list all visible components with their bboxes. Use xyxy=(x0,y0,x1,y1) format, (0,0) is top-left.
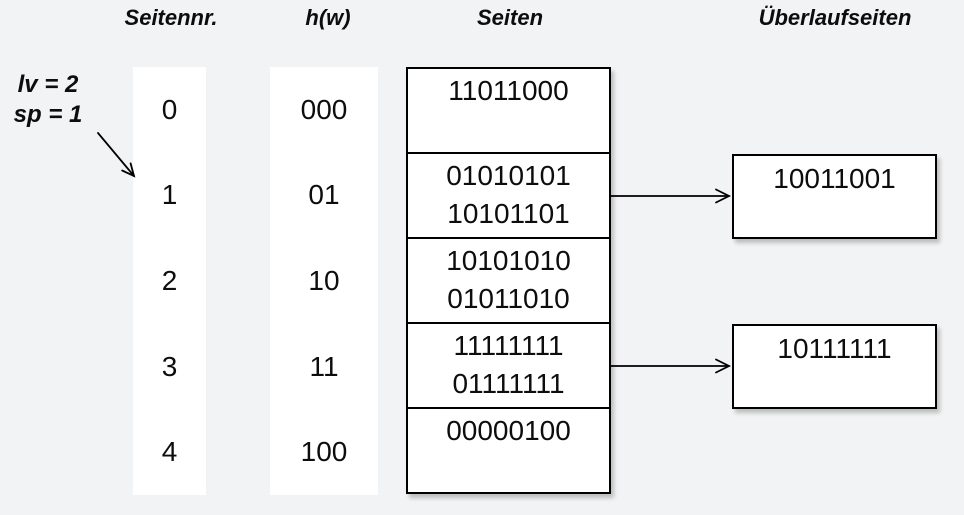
hash-value-4: 100 xyxy=(300,436,348,468)
hash-value-2: 10 xyxy=(308,264,340,296)
record-value: 10111111 xyxy=(777,333,892,364)
page-cell-1: 01010101 10101101 xyxy=(408,152,609,237)
page-number-2: 2 xyxy=(161,264,178,296)
state-annotation: lv = 2 sp = 1 xyxy=(8,70,88,130)
page-number-4: 4 xyxy=(161,436,178,468)
header-hash-function: h(w) xyxy=(305,5,351,30)
pages-box: 11011000 01010101 10101101 10101010 0101… xyxy=(406,67,611,494)
record-value: 10101101 xyxy=(447,198,570,229)
page-cell-4: 00000100 xyxy=(408,407,609,492)
page-cell-0: 11011000 xyxy=(408,69,609,152)
record-value: 11111111 xyxy=(453,330,564,361)
page-number-column: 0 1 2 3 4 xyxy=(133,67,206,495)
hash-value-3: 11 xyxy=(309,350,339,382)
split-pointer-arrow-icon xyxy=(97,132,136,178)
hash-value-1: 01 xyxy=(308,179,340,211)
page-cell-2: 10101010 01011010 xyxy=(408,237,609,322)
record-value: 11011000 xyxy=(448,75,569,106)
hash-value-0: 000 xyxy=(300,93,348,125)
split-pointer-value: sp = 1 xyxy=(13,101,83,128)
header-pages: Seiten xyxy=(476,5,544,30)
level-value: lv = 2 xyxy=(17,71,79,98)
overflow-arrow-2-icon xyxy=(610,358,732,374)
page-number-3: 3 xyxy=(161,350,178,382)
record-value: 10011001 xyxy=(773,163,896,194)
page-number-0: 0 xyxy=(161,93,178,125)
record-value: 10101010 xyxy=(446,245,571,276)
record-value: 00000100 xyxy=(446,415,571,446)
record-value: 01011010 xyxy=(447,283,570,314)
record-value: 01111111 xyxy=(452,368,565,399)
header-overflow-pages: Überlaufseiten xyxy=(758,5,912,30)
record-value: 01010101 xyxy=(446,160,571,191)
page-cell-3: 11111111 01111111 xyxy=(408,322,609,407)
header-page-number: Seitennr. xyxy=(124,5,218,30)
overflow-page-2: 10111111 xyxy=(732,324,937,409)
page-number-1: 1 xyxy=(161,179,178,211)
overflow-page-1: 10011001 xyxy=(732,154,937,239)
overflow-arrow-1-icon xyxy=(610,188,732,204)
hash-value-column: 000 01 10 11 100 xyxy=(270,67,378,495)
